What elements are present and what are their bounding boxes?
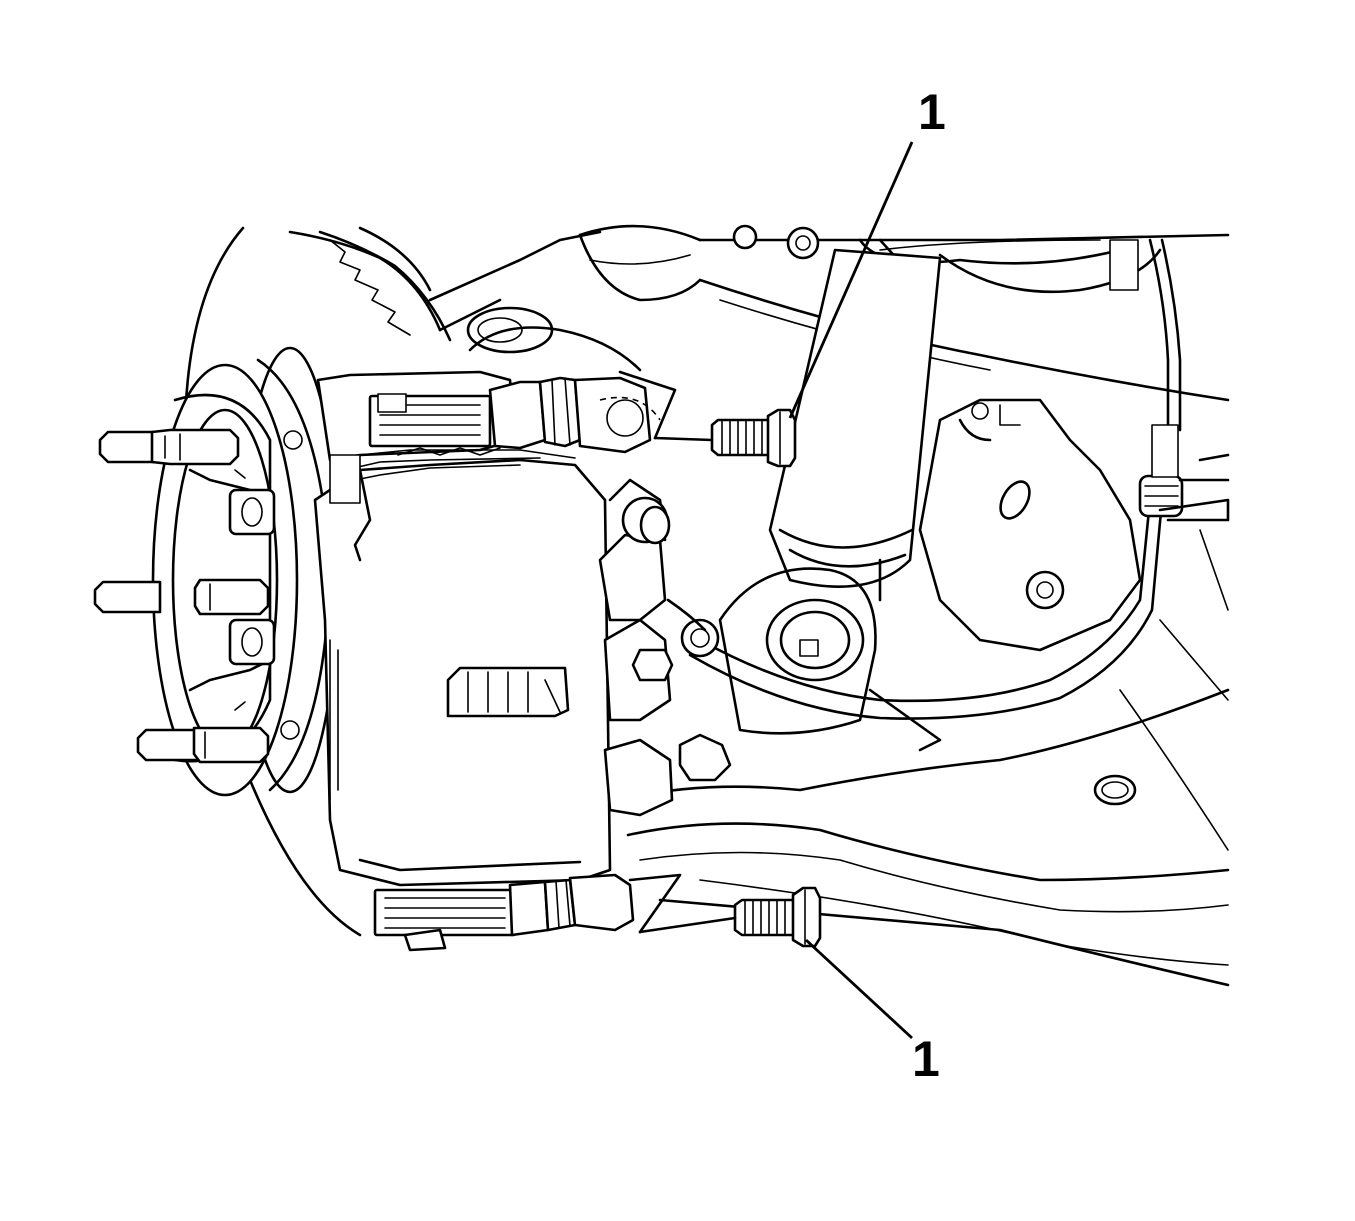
lower-arm-bushing — [718, 567, 942, 752]
leader-line-top — [788, 141, 914, 419]
caliper-bracket-bolt-upper — [618, 370, 797, 468]
wheel-stud — [136, 726, 270, 764]
caliper-bracket-bolt-lower — [628, 873, 822, 948]
callout-label-bottom: 1 — [912, 1031, 940, 1087]
wheel-hub — [151, 346, 340, 797]
subframe — [618, 529, 1230, 987]
brake-caliper — [313, 370, 732, 952]
wheel-stud — [93, 578, 270, 616]
wheel-stud — [98, 428, 240, 466]
callout-label-top: 1 — [918, 84, 946, 140]
brake-hose — [688, 424, 1230, 720]
knuckle-bracket — [918, 398, 1142, 652]
wheel-studs — [93, 428, 270, 764]
leader-line-bottom — [805, 938, 913, 1040]
